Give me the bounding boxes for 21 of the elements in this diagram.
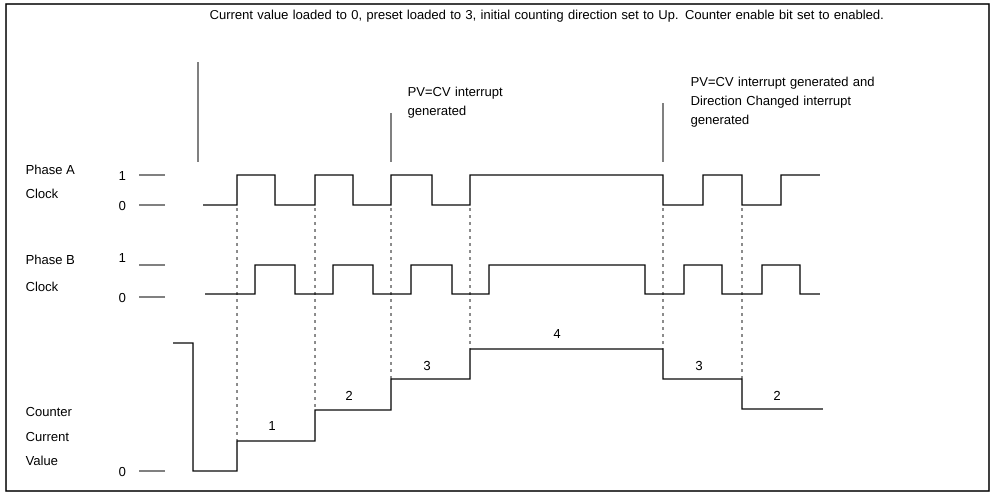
axis-label: 3	[424, 360, 430, 370]
axis-label: 1	[120, 253, 126, 262]
axis-label: Clock	[26, 282, 58, 292]
axis-label: 0	[119, 292, 126, 302]
axis-label: Counter	[26, 406, 72, 416]
annotation-text: Current value loaded to 0, preset loaded to 3, initial counting direction set to Up. Counter enable bit set to enabled.	[210, 10, 883, 22]
axis-label: Clock	[26, 188, 58, 198]
axis-label: 2	[346, 390, 352, 400]
axis-label: Value	[26, 456, 58, 466]
annotation-text: PV=CV interrupt generated	[408, 86, 502, 118]
axis-label: 4	[554, 329, 560, 338]
axis-label: Phase A	[26, 164, 75, 174]
axis-label: 1	[120, 171, 126, 180]
axis-label: 3	[696, 360, 702, 370]
annotation-text: PV=CV interrupt generated and Direction Changed interrupt generated	[691, 76, 874, 127]
axis-label: 2	[774, 390, 780, 400]
axis-label: Current	[26, 432, 69, 442]
axis-label: Phase B	[26, 254, 74, 264]
axis-label: 0	[119, 200, 126, 210]
axis-label: 1	[269, 421, 275, 430]
axis-label: 0	[119, 466, 126, 476]
